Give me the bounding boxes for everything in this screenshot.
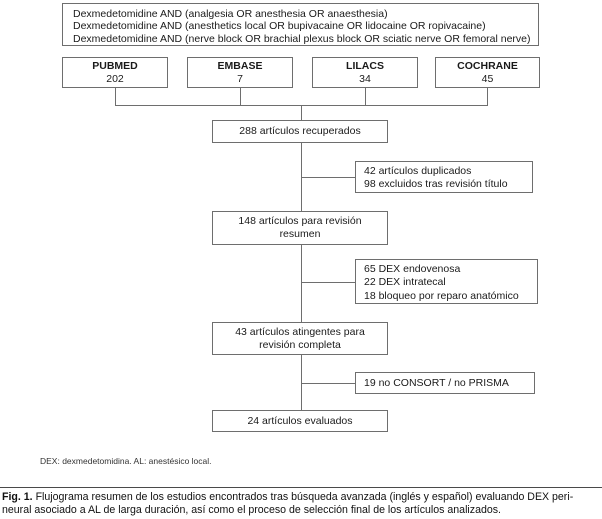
- figure-caption-line-2: neural asociado a AL de larga duración, …: [2, 504, 600, 517]
- database-count-cochrane: 45: [481, 73, 494, 85]
- full-review-box: 43 artículos atingentes para revisión co…: [212, 322, 388, 355]
- database-count-embase: 7: [237, 73, 243, 85]
- abbreviations-footnote: DEX: dexmedetomidina. AL: anestésico loc…: [40, 456, 212, 466]
- database-name-embase: EMBASE: [217, 60, 263, 72]
- abstract-review-box: 148 artículos para revisión resumen: [212, 211, 388, 245]
- figure-caption-text-1: Flujograma resumen de los estudios encon…: [35, 491, 574, 503]
- excluded-type-box: 65 DEX endovenosa 22 DEX intratecal 18 b…: [355, 259, 538, 304]
- abstract-review-line-2: resumen: [279, 228, 321, 241]
- figure-caption-label: Fig. 1.: [2, 491, 33, 503]
- connector-dropper-cochrane: [487, 88, 488, 105]
- search-strategy-line-3: Dexmedetomidine AND (nerve block OR brac…: [73, 32, 531, 45]
- database-box-pubmed: PUBMED 202: [62, 57, 168, 88]
- evaluated-articles-box: 24 artículos evaluados: [212, 410, 388, 432]
- connector-spine-2: [301, 245, 302, 322]
- search-strategy-line-1: Dexmedetomidine AND (analgesia OR anesth…: [73, 8, 388, 20]
- database-name-cochrane: COCHRANE: [457, 60, 518, 72]
- full-review-line-1: 43 artículos atingentes para: [235, 326, 365, 338]
- abstract-review-line-1: 148 artículos para revisión: [238, 215, 362, 227]
- connector-branch-excluded-title: [301, 177, 355, 178]
- database-box-lilacs: LILACS 34: [312, 57, 418, 88]
- excluded-anatomic-label: 18 bloqueo por reparo anatómico: [364, 289, 519, 302]
- excluded-title-box: 42 artículos duplicados 98 excluidos tra…: [355, 161, 533, 193]
- full-review-line-2: revisión completa: [259, 339, 341, 352]
- figure-caption: Fig. 1. Flujograma resumen de los estudi…: [2, 491, 600, 517]
- database-count-lilacs: 34: [359, 73, 371, 85]
- excluded-duplicates-label: 42 artículos duplicados: [364, 165, 472, 177]
- figure-caption-line-1: Fig. 1. Flujograma resumen de los estudi…: [2, 491, 600, 504]
- search-strategy-line-2: Dexmedetomidine AND (anesthetics local O…: [73, 20, 486, 33]
- excluded-reporting-label: 19 no CONSORT / no PRISMA: [364, 377, 509, 389]
- excluded-endovenous-label: 65 DEX endovenosa: [364, 263, 461, 275]
- database-box-embase: EMBASE 7: [187, 57, 293, 88]
- figure-caption-text-2: neural asociado a AL de larga duración, …: [2, 503, 501, 516]
- retrieved-articles-label: 288 artículos recuperados: [239, 125, 361, 137]
- connector-branch-excluded-type: [301, 282, 355, 283]
- connector-dropper-pubmed: [115, 88, 116, 105]
- database-name-pubmed: PUBMED: [92, 60, 138, 72]
- excluded-reporting-box: 19 no CONSORT / no PRISMA: [355, 372, 535, 394]
- retrieved-articles-box: 288 artículos recuperados: [212, 120, 388, 143]
- connector-spine-3: [301, 355, 302, 410]
- connector-stem-to-retrieved: [301, 105, 302, 120]
- excluded-title-review-label: 98 excluidos tras revisión título: [364, 178, 508, 191]
- connector-dropper-embase: [240, 88, 241, 105]
- search-strategy-box: Dexmedetomidine AND (analgesia OR anesth…: [62, 3, 539, 46]
- evaluated-articles-label: 24 artículos evaluados: [247, 415, 353, 427]
- caption-divider: [0, 487, 602, 488]
- connector-dropper-lilacs: [365, 88, 366, 105]
- database-name-lilacs: LILACS: [346, 60, 384, 72]
- connector-branch-excluded-reporting: [301, 383, 355, 384]
- excluded-intrathecal-label: 22 DEX intratecal: [364, 276, 446, 289]
- database-box-cochrane: COCHRANE 45: [435, 57, 540, 88]
- database-count-pubmed: 202: [106, 73, 124, 85]
